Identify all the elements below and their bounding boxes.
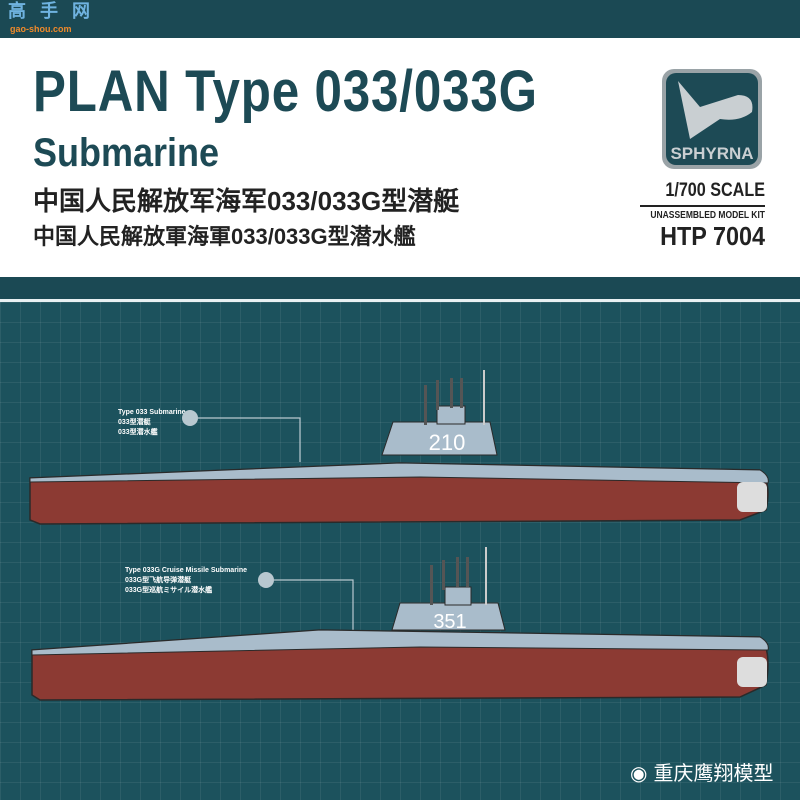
title-en-line1: PLAN Type 033/033G: [33, 59, 538, 124]
logo-text: SPHYRNA: [670, 144, 753, 163]
hull-number-210: 210: [429, 430, 466, 455]
dark-band: [0, 277, 800, 299]
watermark-url: gao-shou.com: [10, 24, 72, 34]
divider: [640, 205, 765, 207]
title-cn-simplified: 中国人民解放军海军033/033G型潜艇: [33, 186, 460, 216]
sub1-label-jp: 033型潜水艦: [118, 429, 158, 436]
weibo-icon: ◉: [630, 763, 648, 785]
grid-background: [0, 302, 800, 800]
shark-icon: [678, 81, 753, 139]
sub2-label-jp: 033G型巡航ミサイル潜水艦: [125, 587, 213, 594]
kit-info: 1/700 SCALE UNASSEMBLED MODEL KIT HTP 70…: [630, 180, 765, 250]
sub1-label-cn: 033型潜艇: [118, 419, 151, 426]
submarine-033: 210: [29, 370, 769, 525]
title-en-line2: Submarine: [33, 131, 220, 175]
sub2-label-en: Type 033G Cruise Missile Submarine: [125, 567, 248, 574]
separator-line: [0, 299, 800, 302]
sub2-label: Type 033G Cruise Missile Submarine 033G型…: [125, 566, 247, 596]
title-cn-traditional: 中国人民解放軍海軍033/033G型潜水艦: [33, 224, 416, 249]
sphyrna-logo: SPHYRNA: [662, 69, 762, 169]
top-band: 高手网 gao-shou.com: [0, 0, 800, 38]
sub2-label-cn: 033G型飞航导弹潜艇: [125, 577, 192, 584]
watermark: 高手网 gao-shou.com: [8, 1, 118, 37]
sub1-label: Type 033 Submarine 033型潜艇 033型潜水艦: [118, 408, 186, 438]
sub1-label-en: Type 033 Submarine: [118, 409, 186, 416]
submarine-033g: 351: [31, 547, 769, 701]
weibo-credit: ◉ 重庆鹰翔模型: [630, 762, 773, 786]
kit-number: HTP 7004: [660, 221, 765, 251]
weibo-account: 重庆鹰翔模型: [653, 763, 774, 785]
watermark-text: 高手网: [8, 1, 104, 21]
scale-label: 1/700 SCALE: [665, 180, 765, 201]
hull-number-351: 351: [433, 611, 466, 633]
kit-type: UNASSEMBLED MODEL KIT: [650, 210, 765, 221]
